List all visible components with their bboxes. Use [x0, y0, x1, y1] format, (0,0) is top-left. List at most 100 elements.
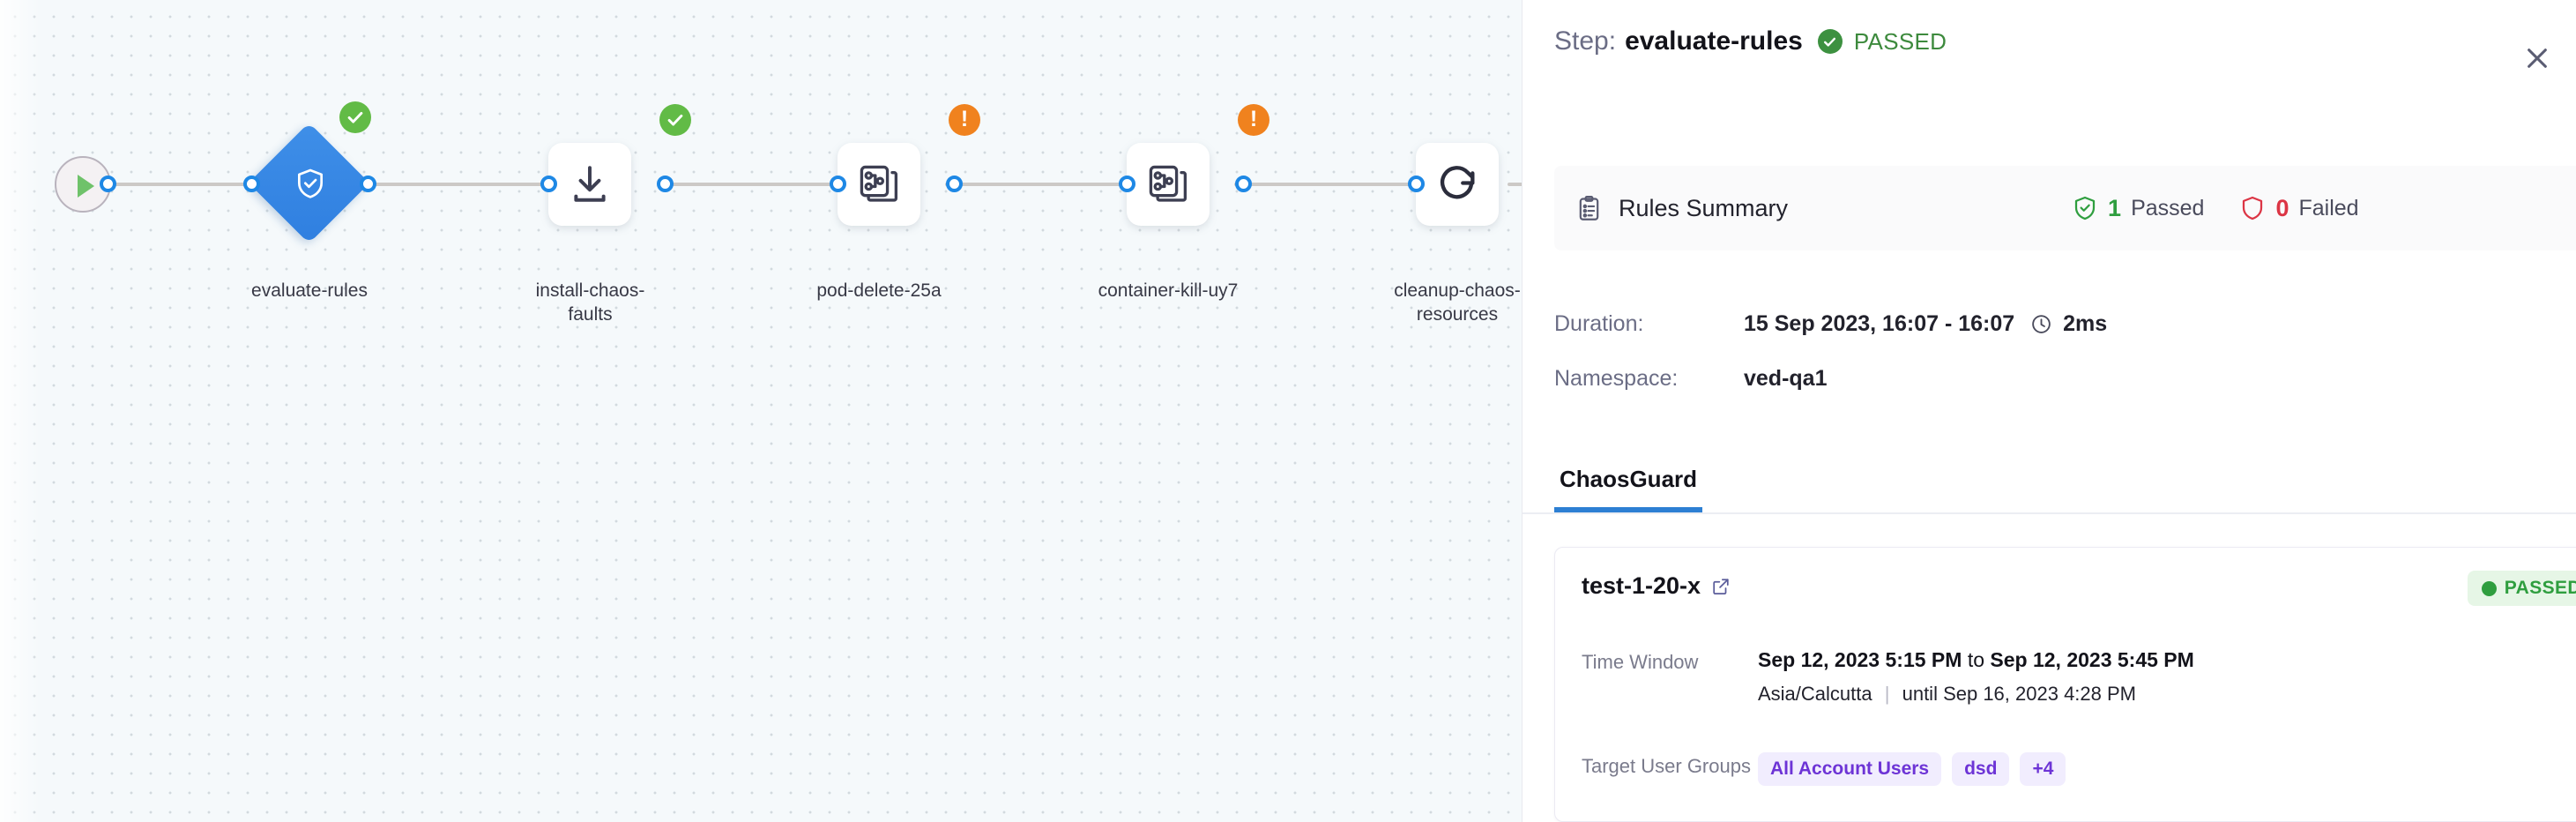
time-window-label: Time Window — [1582, 651, 1699, 673]
success-check-icon — [667, 114, 683, 126]
download-icon — [574, 166, 606, 202]
node-evaluate-rules[interactable] — [248, 122, 370, 244]
close-icon[interactable] — [2518, 39, 2557, 78]
time-window-timezone: Asia/Calcutta — [1758, 683, 1872, 705]
port-install-out[interactable] — [657, 176, 674, 192]
duration-value-wrap: 15 Sep 2023, 16:07 - 16:07 2ms — [1744, 311, 2107, 337]
time-window-value: Sep 12, 2023 5:15 PM to Sep 12, 2023 5:4… — [1758, 648, 2194, 706]
chaosguard-test-card: test-1-20-x PASSED Time Window Sep 12, 2… — [1554, 547, 2576, 822]
node-glyph — [1416, 143, 1499, 226]
target-user-groups-label: Target User Groups — [1582, 755, 1751, 777]
tab-chaosguard[interactable]: ChaosGuard — [1554, 459, 1703, 512]
test-card-header: test-1-20-x — [1582, 572, 1731, 600]
node-status-evaluate-rules — [339, 101, 371, 133]
rules-summary-title: Rules Summary — [1619, 194, 1789, 221]
time-window-sub: Asia/Calcutta | until Sep 16, 2023 4:28 … — [1758, 683, 2194, 706]
target-user-groups-row: Target User Groups All Account Users dsd +… — [1582, 752, 2066, 786]
panel-step-name: evaluate-rules — [1625, 26, 1803, 56]
time-window-until: until Sep 16, 2023 4:28 PM — [1902, 683, 2137, 705]
port-evaluate-in[interactable] — [243, 176, 260, 192]
status-dot-icon — [2481, 580, 2497, 596]
success-check-icon — [347, 111, 363, 123]
time-window-row: Time Window Sep 12, 2023 5:15 PM to Sep … — [1582, 648, 2194, 706]
edge-install-to-poddelete — [661, 183, 838, 186]
namespace-row: Namespace: ved-qa1 — [1554, 366, 1827, 392]
panel-step-prefix: Step: — [1554, 26, 1617, 56]
time-window-join: to — [1967, 648, 1984, 671]
node-install-chaos-faults[interactable] — [548, 143, 631, 226]
node-container-kill-uy7[interactable] — [1127, 143, 1210, 226]
chaos-fault-icon — [1149, 165, 1187, 202]
duration-suffix: 2ms — [2063, 311, 2108, 336]
sub-divider: | — [1884, 683, 1890, 705]
node-label-cleanup-chaos-resources: cleanup-chaos-resources — [1394, 280, 1521, 325]
test-card-status-badge: PASSED — [2467, 571, 2576, 606]
rules-passed-label: Passed — [2131, 195, 2205, 220]
clock-icon — [2032, 315, 2051, 333]
node-label-evaluate-rules: evaluate-rules — [251, 280, 368, 301]
duration-value: 15 Sep 2023, 16:07 - 16:07 — [1744, 311, 2015, 336]
node-glyph — [838, 143, 920, 226]
node-glyph — [1127, 143, 1210, 226]
test-card-title: test-1-20-x — [1582, 572, 1701, 599]
node-pod-delete-25a[interactable] — [838, 143, 920, 226]
panel-tabs: ChaosGuard — [1523, 459, 2576, 514]
port-evaluate-out[interactable] — [360, 176, 376, 192]
shield-check-icon — [2074, 196, 2096, 220]
node-label-container-kill-uy7: container-kill-uy7 — [1098, 280, 1239, 301]
status-badge-text: PASSED — [2504, 578, 2576, 598]
rules-failed-count: 0 Failed — [2239, 194, 2359, 222]
duration-label: Duration: — [1554, 311, 1644, 336]
namespace-label: Namespace: — [1554, 366, 1679, 391]
play-icon — [78, 175, 94, 198]
shield-check-icon — [297, 168, 324, 198]
node-cleanup-chaos-resources[interactable] — [1416, 143, 1499, 226]
panel-status-text: PASSED — [1853, 27, 1947, 55]
warning-exclamation-icon: ! — [1249, 106, 1258, 131]
port-containerkill-out[interactable] — [1235, 176, 1252, 192]
rules-failed-number: 0 — [2275, 194, 2289, 221]
node-status-pod-delete-25a: ! — [949, 104, 980, 136]
rules-passed-number: 1 — [2108, 194, 2122, 221]
port-cleanup-in[interactable] — [1408, 176, 1425, 192]
user-group-chip[interactable]: dsd — [1952, 752, 2010, 786]
rules-passed-count: 1 Passed — [2072, 195, 2204, 222]
step-detail-panel: Step: evaluate-rules PASSED Rules Summar… — [1522, 0, 2576, 822]
port-poddelete-in[interactable] — [830, 176, 846, 192]
user-group-chip[interactable]: +4 — [2020, 752, 2066, 786]
refresh-icon — [1440, 166, 1475, 199]
port-containerkill-in[interactable] — [1119, 176, 1135, 192]
edge-containerkill-to-cleanup — [1234, 183, 1426, 186]
external-link-icon[interactable] — [1711, 577, 1731, 596]
edge-cleanup-out — [1508, 183, 1522, 186]
node-glyph — [548, 143, 631, 226]
time-window-start: Sep 12, 2023 5:15 PM — [1758, 648, 1962, 671]
port-install-in[interactable] — [540, 176, 557, 192]
warning-exclamation-icon: ! — [960, 106, 969, 131]
duration-row: Duration: 15 Sep 2023, 16:07 - 16:07 2ms — [1554, 311, 2107, 337]
edge-poddelete-to-containerkill — [945, 183, 1135, 186]
rules-summary-counts: 1 Passed 0 Failed — [2072, 195, 2359, 222]
target-user-groups-chips: All Account Users dsd +4 — [1758, 752, 2066, 786]
port-poddelete-out[interactable] — [946, 176, 963, 192]
rules-failed-label: Failed — [2298, 195, 2359, 220]
canvas-left-fade — [0, 0, 41, 822]
check-circle-icon — [1817, 29, 1843, 54]
edge-evaluate-to-install — [363, 183, 548, 186]
node-status-install-chaos-faults — [659, 104, 691, 136]
rules-summary-box: Rules Summary 1 Passed 0 Failed — [1554, 166, 2576, 250]
chaos-fault-icon — [860, 165, 898, 202]
node-label-install-chaos-faults: install-chaos-faults — [535, 280, 645, 325]
namespace-value: ved-qa1 — [1744, 366, 1828, 391]
node-label-pod-delete-25a: pod-delete-25a — [816, 280, 942, 301]
rules-summary-left: Rules Summary — [1575, 195, 1788, 222]
pipeline-canvas[interactable]: evaluate-rules install-chaos-faults ! — [0, 0, 1522, 822]
shield-icon — [2243, 196, 2263, 220]
node-status-container-kill-uy7: ! — [1238, 104, 1269, 136]
panel-header: Step: evaluate-rules PASSED — [1554, 26, 1947, 56]
user-group-chip[interactable]: All Account Users — [1758, 752, 1942, 786]
port-start-out[interactable] — [100, 176, 116, 192]
edge-start-to-evaluate — [108, 183, 266, 186]
clipboard-list-icon — [1579, 195, 1599, 220]
time-window-end: Sep 12, 2023 5:45 PM — [1990, 648, 2194, 671]
